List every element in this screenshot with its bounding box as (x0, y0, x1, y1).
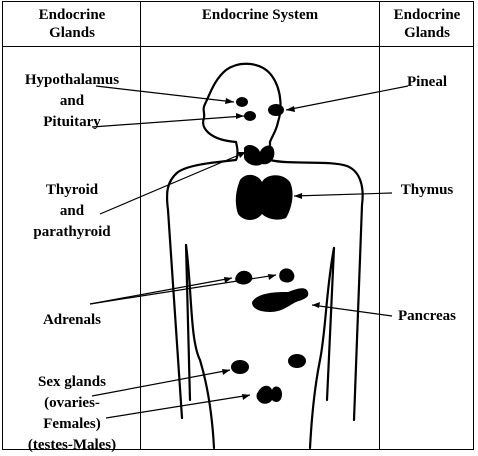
arrow-adrenal-right (90, 275, 276, 304)
ovary-right (288, 354, 306, 368)
label-sex-line2: (ovaries- (4, 393, 140, 414)
pituitary-gland (244, 111, 256, 121)
testes-gland (257, 386, 283, 404)
ovary-left (231, 360, 249, 374)
label-thyroid-line1: Thyroid (4, 180, 140, 201)
label-hypothalamus-line1: Hypothalamus (4, 70, 140, 91)
label-sex-line1: Sex glands (4, 372, 140, 393)
label-hypothalamus-line3: Pituitary (4, 112, 140, 133)
label-thymus: Thymus (380, 180, 474, 201)
label-adrenals: Adrenals (4, 310, 140, 331)
label-pineal: Pineal (380, 72, 474, 93)
label-thyroid-parathyroid: Thyroid and parathyroid (4, 180, 140, 243)
pancreas-gland (252, 288, 308, 312)
label-hypothalamus-line2: and (4, 91, 140, 112)
label-sex-line4: (testes-Males) (4, 435, 140, 456)
hypothalamus-gland (236, 97, 248, 107)
label-sex-line3: Females) (4, 414, 140, 435)
label-pancreas: Pancreas (380, 306, 474, 327)
adrenal-gland-right (279, 268, 294, 282)
label-thyroid-line3: parathyroid (4, 222, 140, 243)
thymus-gland (236, 175, 293, 220)
label-hypothalamus-pituitary: Hypothalamus and Pituitary (4, 70, 140, 133)
thyroid-gland (244, 145, 274, 166)
label-thyroid-line2: and (4, 201, 140, 222)
label-sex-glands: Sex glands (ovaries- Females) (testes-Ma… (4, 372, 140, 456)
arrow-thymus (294, 193, 392, 196)
adrenal-gland-left (235, 271, 252, 285)
pineal-gland (268, 104, 284, 116)
